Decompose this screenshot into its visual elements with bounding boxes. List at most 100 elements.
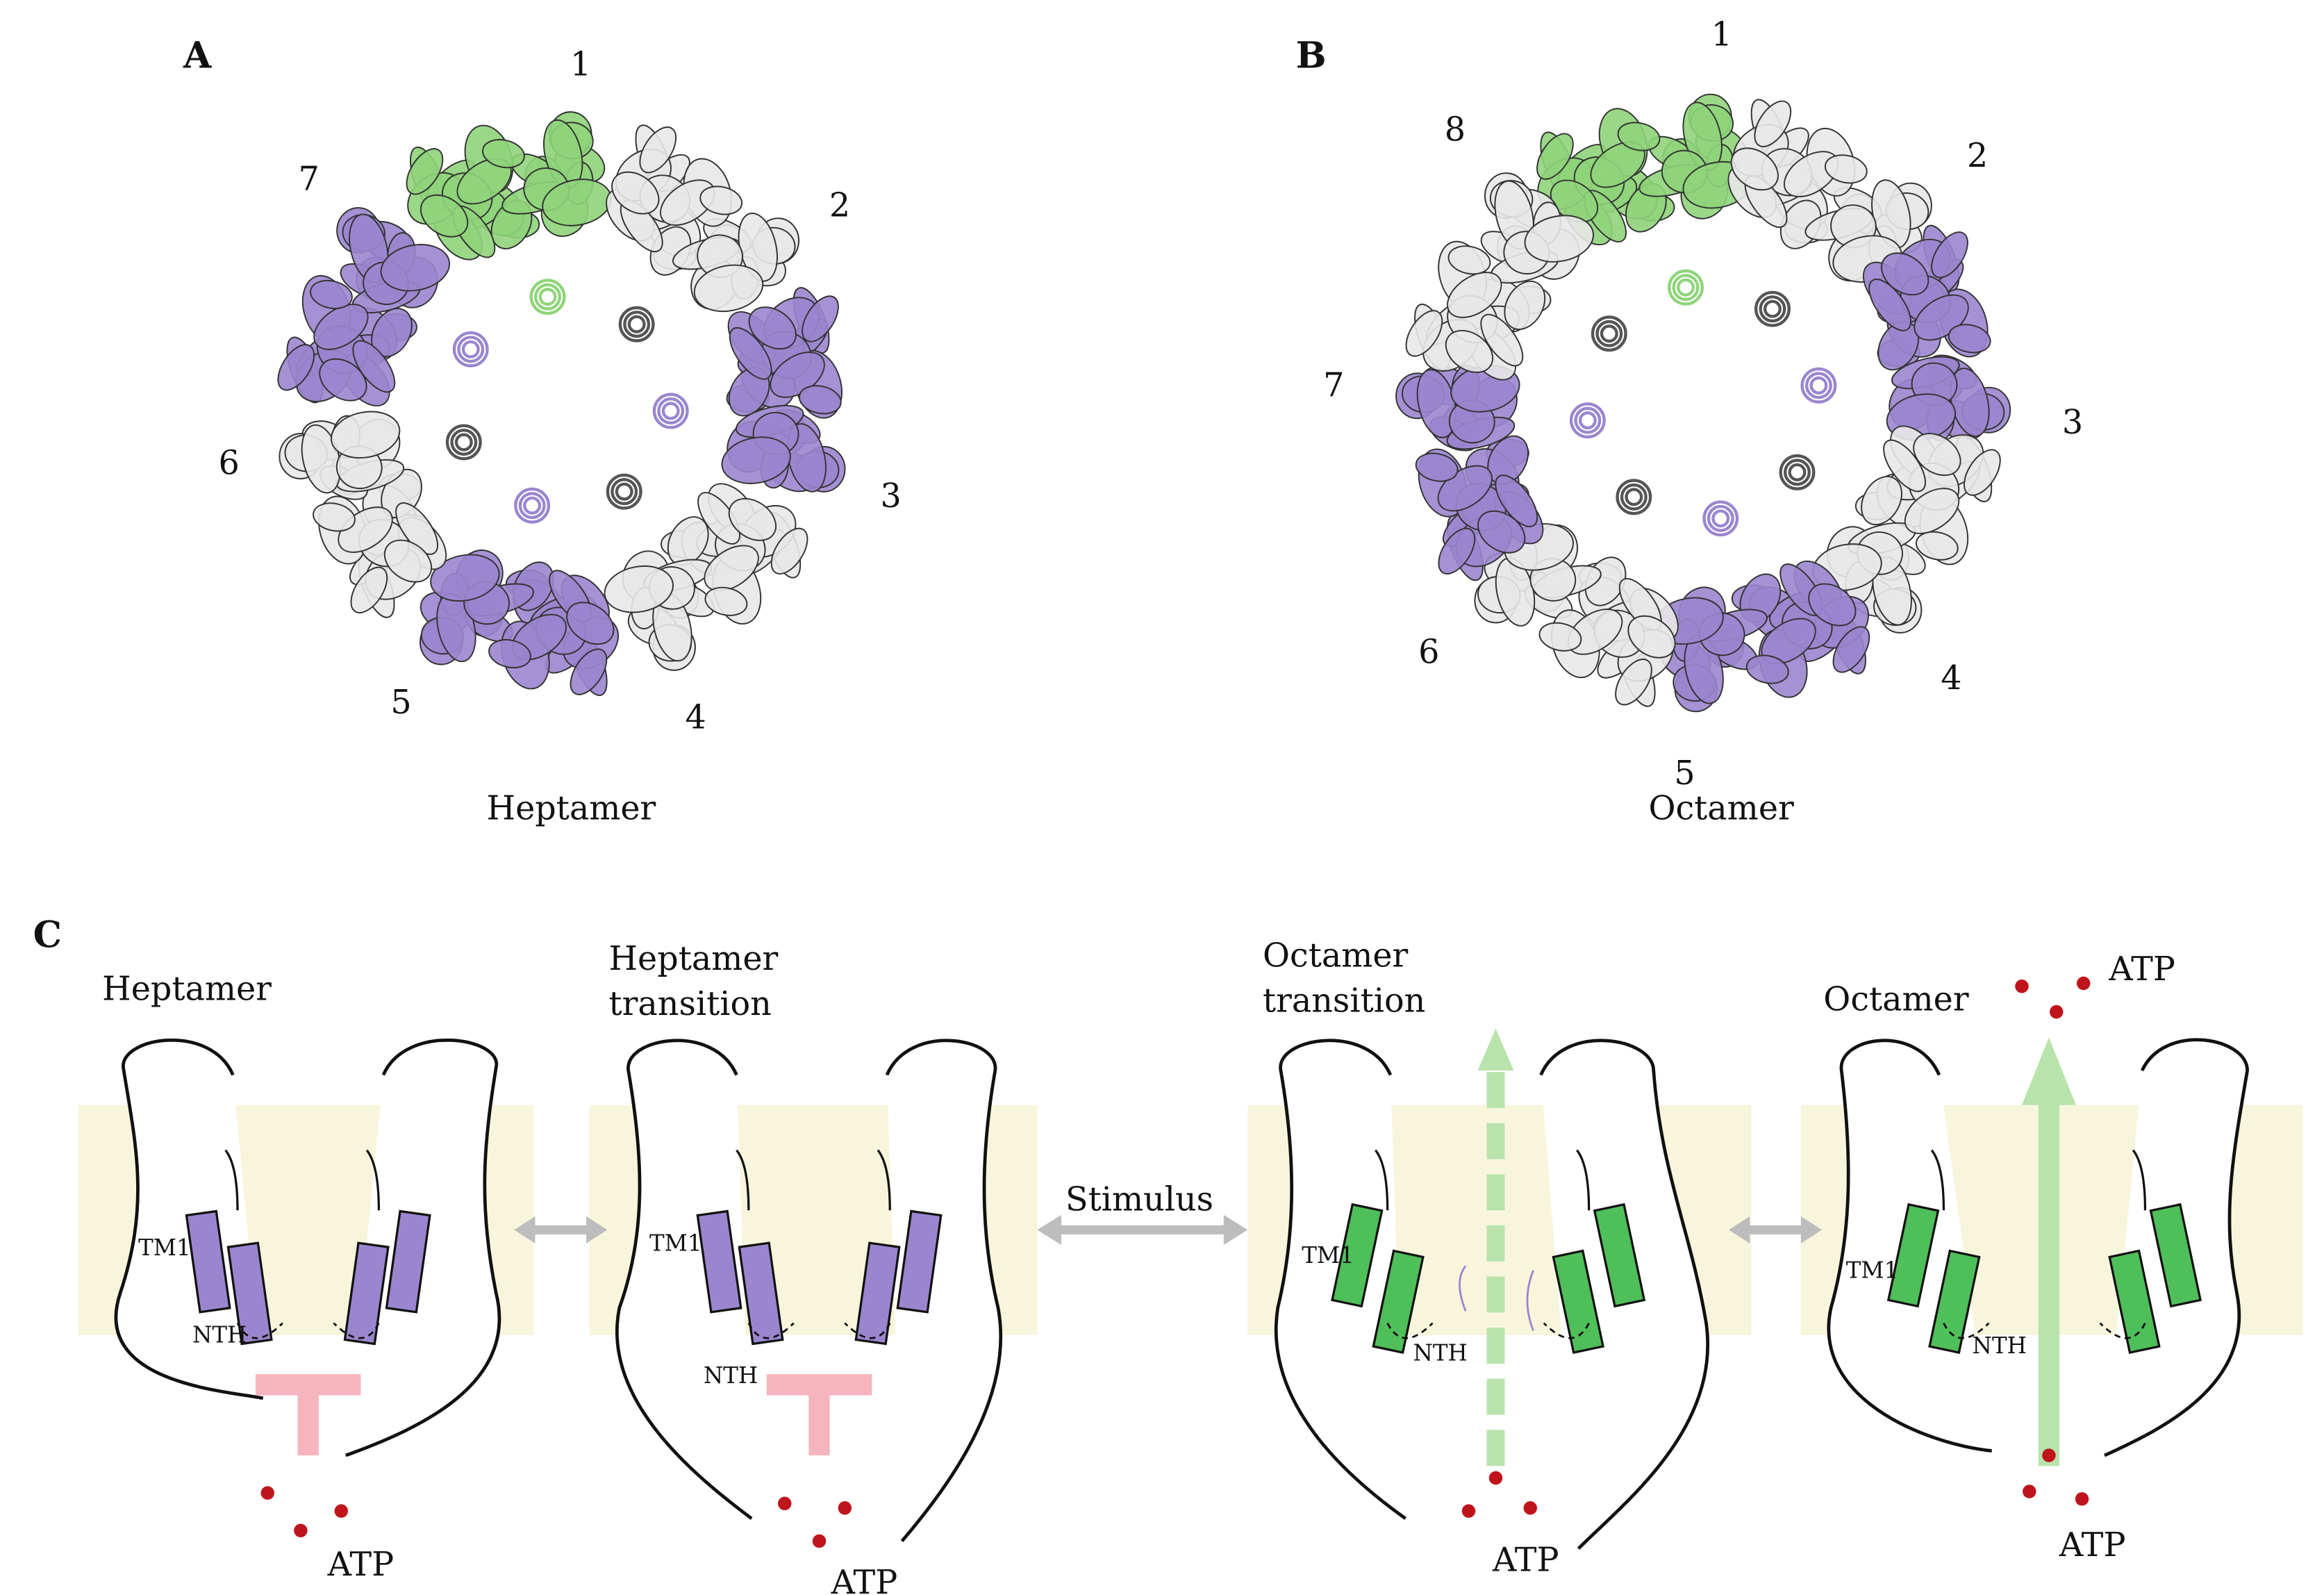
atp-label: ATP <box>1492 1542 1559 1580</box>
double-arrow-icon <box>1728 1216 1823 1243</box>
state-title-line2: transition <box>609 985 772 1023</box>
nth-loop <box>1543 1322 1590 1339</box>
subunit-number: 4 <box>1941 659 1961 697</box>
nth-loop <box>747 1322 795 1339</box>
nth-loop <box>333 1322 380 1339</box>
subunit-number: 7 <box>299 160 319 199</box>
atp-molecule <box>1523 1501 1537 1515</box>
channel-wall-left <box>615 1039 753 1520</box>
tm-helix <box>1372 1249 1425 1355</box>
tm1-label: TM1 <box>649 1230 702 1257</box>
tm-helix <box>896 1209 943 1314</box>
subunit-3 <box>1800 224 2011 442</box>
atp-molecule <box>2023 1485 2036 1498</box>
subunit-number: 1 <box>1711 15 1732 53</box>
atp-molecule <box>2050 1005 2064 1019</box>
nth-label: NTH <box>1413 1340 1467 1366</box>
state-title: Heptamer <box>609 940 779 978</box>
atp-label: ATP <box>2059 1526 2126 1564</box>
atp-label: ATP <box>327 1546 395 1584</box>
nth-loop <box>236 1322 283 1339</box>
tm-helix <box>385 1209 431 1314</box>
tm-helix <box>1552 1249 1604 1355</box>
tm-helix <box>2149 1203 2202 1308</box>
subunit-number: 1 <box>570 46 591 84</box>
plug-block <box>255 1374 361 1456</box>
state-title: Octamer <box>1823 980 1969 1018</box>
subunit-4 <box>604 473 808 671</box>
atp-molecule <box>778 1496 792 1511</box>
channel-wall-right <box>885 1039 1003 1542</box>
subunit-number: 7 <box>1323 367 1344 405</box>
subunit-2 <box>606 124 800 342</box>
nth-loop <box>2099 1322 2146 1339</box>
panel-b-label: B <box>1296 34 1327 76</box>
subunit-8 <box>1405 172 1627 381</box>
subunit-4 <box>1779 425 2001 634</box>
atp-molecule <box>2015 980 2029 993</box>
nth-loop <box>1386 1322 1434 1339</box>
atp-released-label: ATP <box>2108 950 2175 989</box>
tm-helix <box>1593 1203 1646 1308</box>
tm-helix <box>854 1241 901 1346</box>
double-arrow-icon <box>1037 1214 1248 1246</box>
nth-label: NTH <box>704 1362 758 1389</box>
tm1-label: TM1 <box>1302 1242 1354 1268</box>
subunit-number: 5 <box>390 684 411 722</box>
subunit-5 <box>419 487 620 696</box>
atp-molecule <box>260 1486 274 1500</box>
subunit-7 <box>277 207 489 407</box>
nth-label: NTH <box>192 1322 247 1348</box>
subunit-number: 2 <box>1967 137 1988 175</box>
tm-helix <box>185 1209 231 1314</box>
subunit-number: 6 <box>1418 634 1439 672</box>
subunit-number: 2 <box>829 187 850 225</box>
nth-loop <box>1943 1322 1990 1339</box>
tm-helix <box>343 1241 390 1346</box>
subunit-number: 3 <box>2062 404 2083 442</box>
subunit-number: 3 <box>881 477 902 515</box>
atp-molecule <box>1461 1504 1476 1518</box>
subunit-number: 6 <box>219 444 240 482</box>
atp-molecule <box>2076 976 2091 991</box>
tm-helix <box>1928 1249 1981 1355</box>
subunit-6 <box>1474 479 1679 707</box>
plug-block <box>766 1374 872 1456</box>
subunit-3 <box>652 287 846 493</box>
tm-helix <box>1886 1203 1940 1308</box>
state-title: Octamer <box>1263 937 1409 975</box>
atp-molecule <box>812 1534 827 1548</box>
atp-molecule <box>1488 1471 1503 1485</box>
tm1-label: TM1 <box>138 1234 191 1261</box>
atp-molecule <box>2042 1448 2056 1462</box>
atp-molecule <box>294 1523 308 1537</box>
nth-label: NTH <box>1973 1332 2027 1359</box>
octamer-caption: Octamer <box>1648 790 1794 828</box>
atp-molecule <box>334 1504 349 1518</box>
tm-helix <box>226 1241 273 1346</box>
tm1-label: TM1 <box>1846 1257 1899 1284</box>
tm-helix <box>2108 1249 2161 1355</box>
subunit-7 <box>1395 364 1606 581</box>
subunit-6 <box>279 411 482 618</box>
tm-helix <box>738 1241 784 1346</box>
subunit-5 <box>1654 500 1870 713</box>
equilibrium-arrows <box>514 1214 1823 1246</box>
subunit-number: 5 <box>1674 754 1695 793</box>
double-arrow-icon <box>514 1216 608 1243</box>
tm-helix <box>1331 1203 1384 1308</box>
nth-loop <box>844 1322 891 1339</box>
atp-molecule <box>838 1501 852 1515</box>
tm-helix <box>696 1209 742 1314</box>
stimulus-label: Stimulus <box>1065 1180 1213 1218</box>
subunit-number: 4 <box>685 698 706 736</box>
atp-label: ATP <box>831 1564 898 1595</box>
panel-c-label: C <box>33 914 62 957</box>
